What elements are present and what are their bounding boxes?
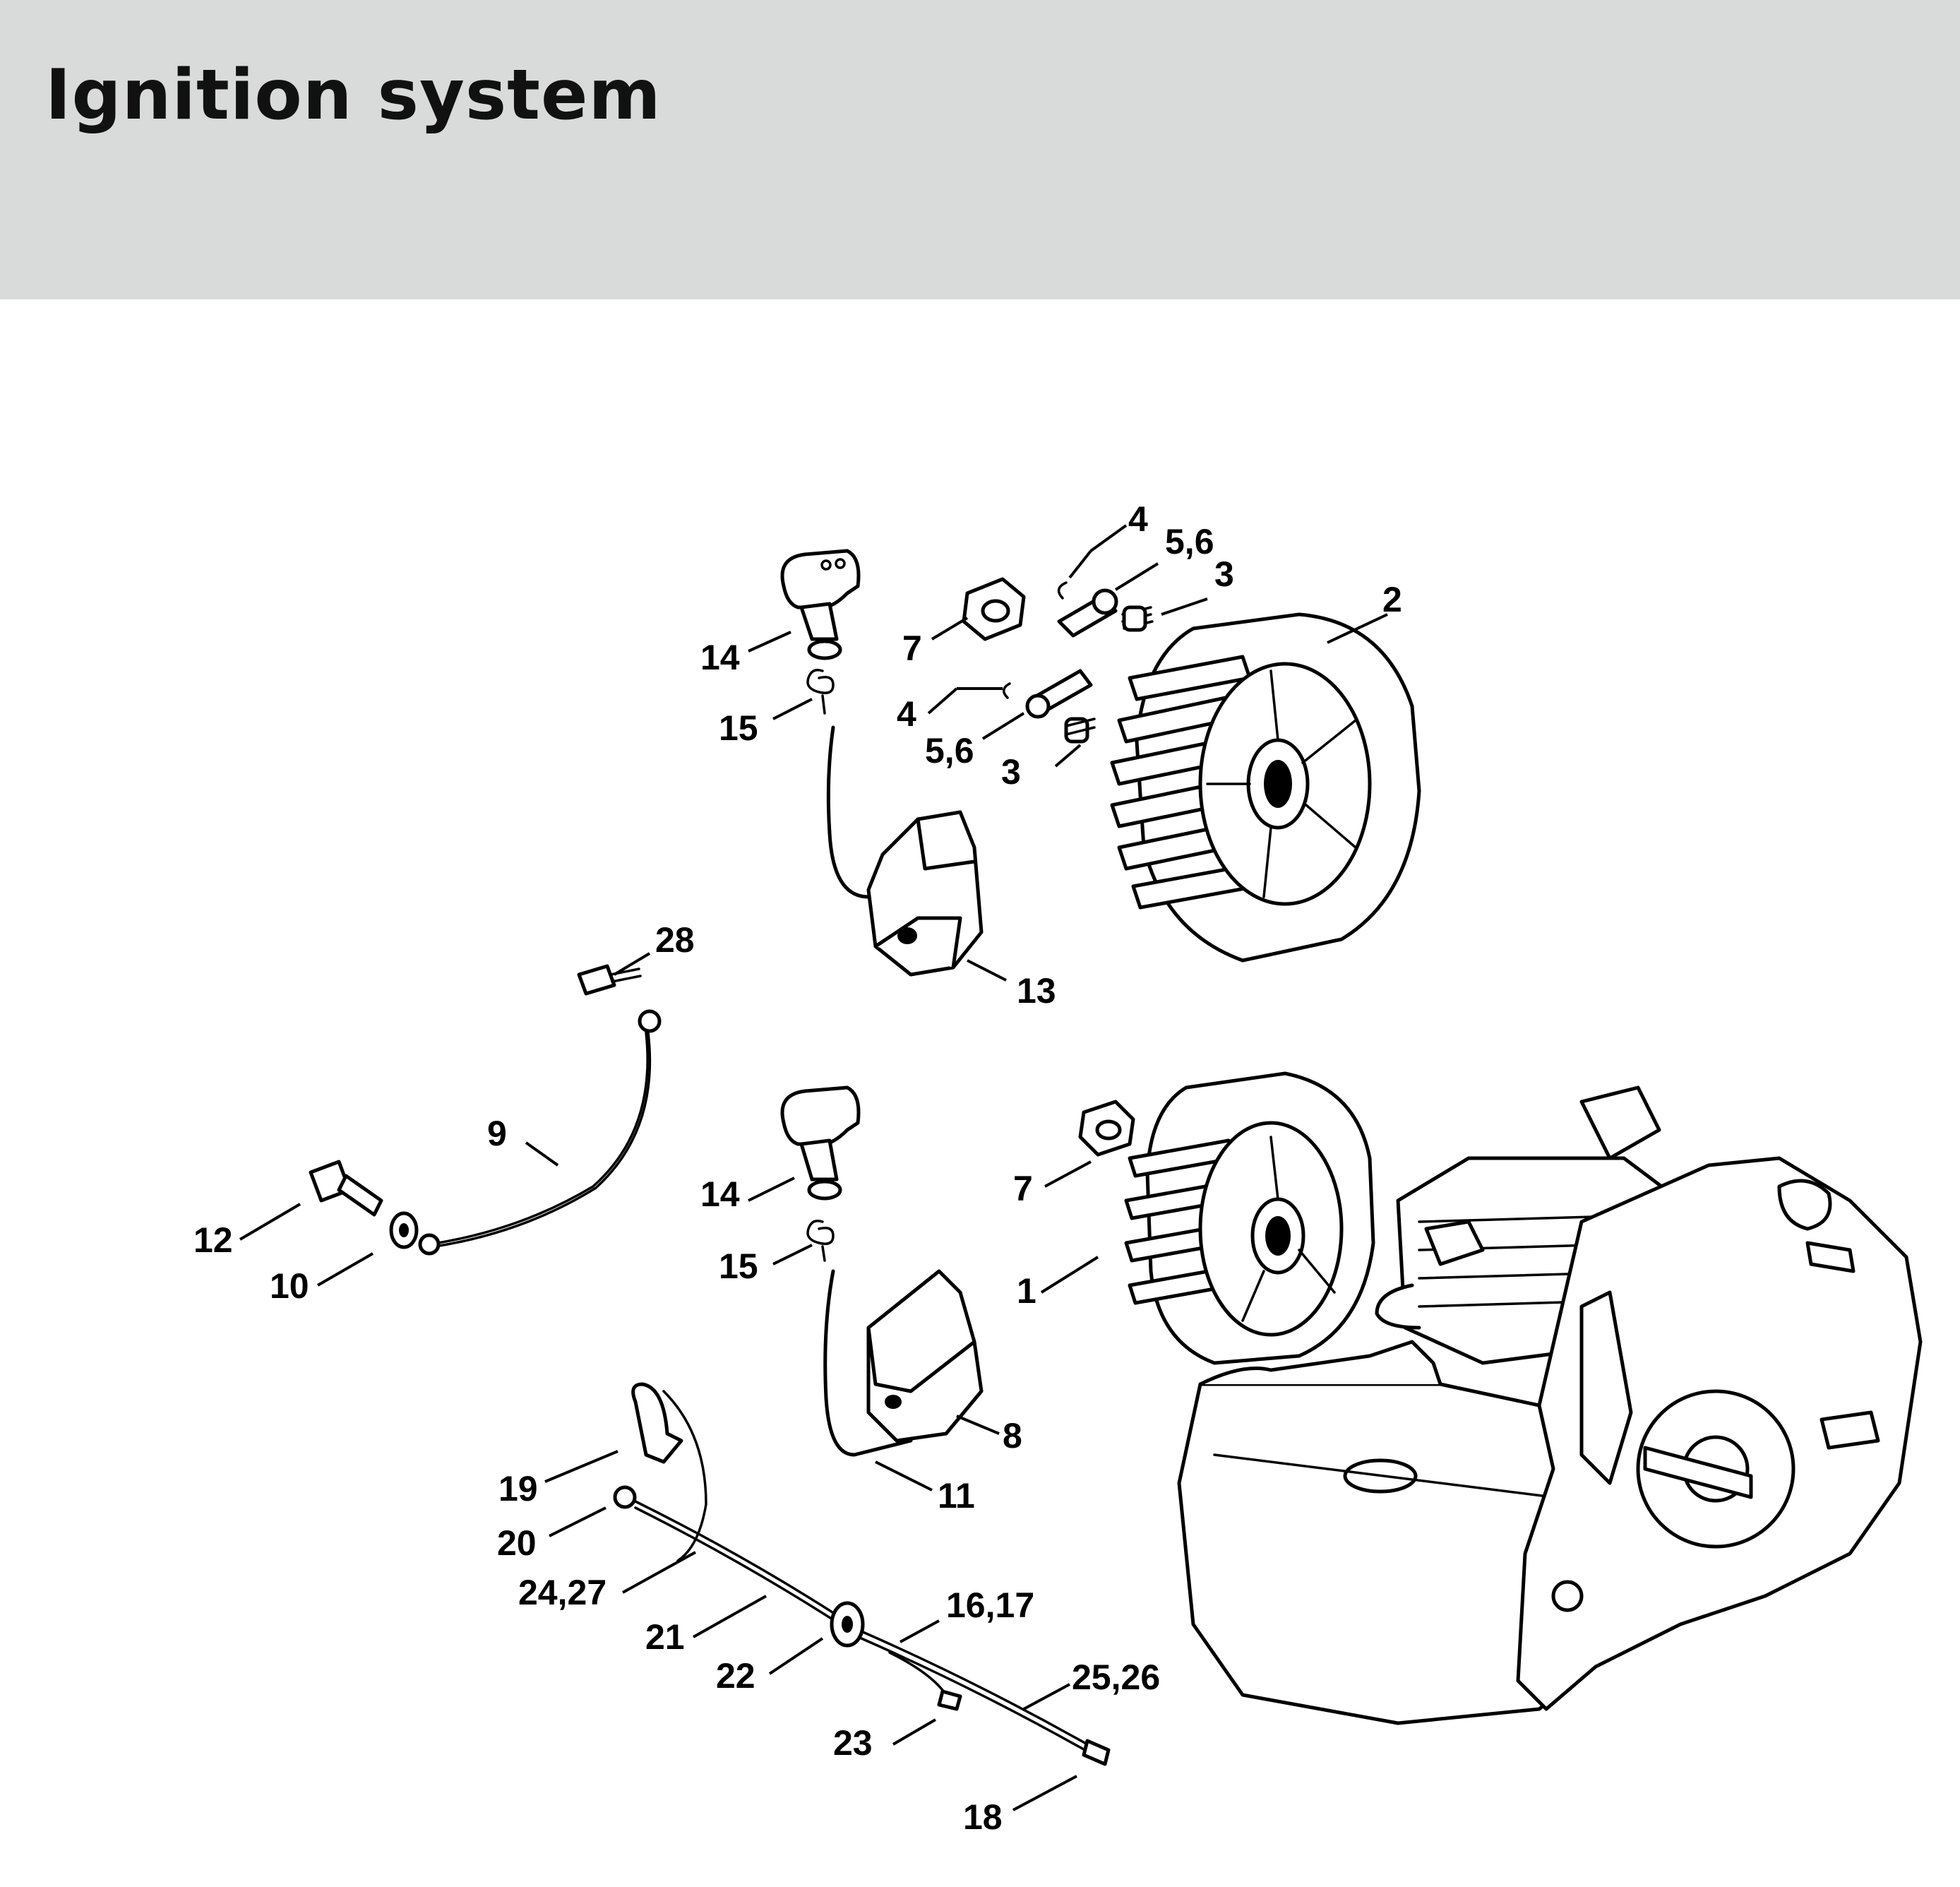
callout-5-6: 5,6 [925, 731, 974, 770]
wiring-harness [613, 1382, 1111, 1766]
engine-crankcase [1177, 1085, 1923, 1725]
callout-1: 1 [1017, 1271, 1036, 1311]
callout-15: 15 [719, 708, 758, 748]
callout-4: 4 [897, 694, 916, 734]
page-title: Ignition system [45, 55, 662, 136]
callout-4: 4 [1128, 499, 1148, 539]
callout-16-17: 16,17 [946, 1585, 1034, 1625]
nut-part-7-lower [1078, 1100, 1135, 1157]
spring-15-upper [806, 669, 835, 715]
callout-14: 14 [700, 1174, 740, 1214]
callout-8: 8 [1003, 1416, 1022, 1456]
callout-5-6: 5,6 [1165, 522, 1214, 561]
callout-11: 11 [938, 1476, 975, 1516]
callout-labels: 2 3 4 5,6 7 14 15 4 5,6 3 13 28 9 12 10 … [193, 499, 1402, 1837]
callout-21: 21 [645, 1617, 685, 1657]
callout-10: 10 [270, 1266, 309, 1306]
callout-23: 23 [833, 1723, 873, 1763]
washer-10 [389, 1211, 419, 1249]
callout-3: 3 [1001, 752, 1021, 792]
spark-plug-boot-14-upper [780, 549, 861, 660]
callout-15: 15 [719, 1246, 758, 1286]
callout-12: 12 [193, 1220, 233, 1260]
callout-24-27: 24,27 [518, 1573, 606, 1612]
pawl-parts-middle [1003, 669, 1096, 744]
callout-19: 19 [498, 1469, 538, 1508]
callout-20: 20 [497, 1523, 537, 1563]
screw-12 [309, 1160, 383, 1217]
callout-22: 22 [716, 1656, 755, 1696]
callout-9: 9 [487, 1114, 507, 1153]
callout-7: 7 [902, 629, 922, 668]
spring-15-lower [806, 1220, 835, 1262]
callout-7: 7 [1013, 1169, 1033, 1208]
ignition-module-8 [823, 1269, 984, 1457]
flywheel-part-1 [1124, 1071, 1375, 1365]
ignition-module-13 [826, 725, 984, 977]
callout-2: 2 [1382, 580, 1402, 619]
callout-18: 18 [963, 1797, 1003, 1837]
ground-wire-9 [418, 964, 662, 1256]
callout-28: 28 [655, 920, 695, 960]
pawl-parts-upper [1057, 581, 1154, 638]
leader-lines [239, 524, 1388, 1811]
callout-13: 13 [1017, 971, 1056, 1011]
callout-3: 3 [1214, 554, 1234, 594]
callout-14: 14 [700, 638, 740, 677]
nut-part-7-upper [962, 577, 1026, 641]
page-header: Ignition system [0, 0, 1960, 299]
spark-plug-boot-14-lower [780, 1085, 861, 1201]
callout-25-26: 25,26 [1072, 1657, 1160, 1697]
flywheel-part-2 [1110, 612, 1421, 963]
